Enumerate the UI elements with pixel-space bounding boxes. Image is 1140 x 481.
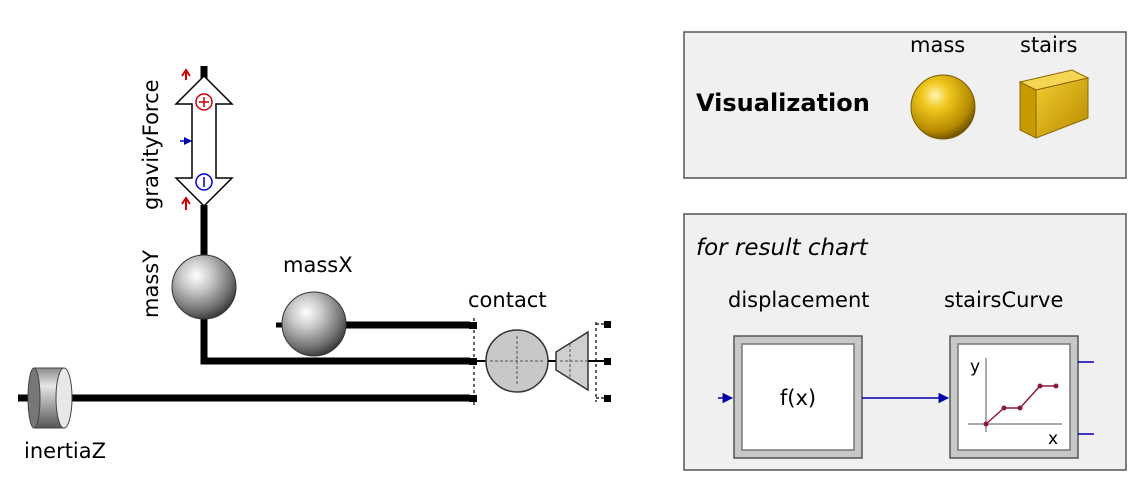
mass-visual-sphere[interactable]	[910, 74, 976, 140]
visualization-title: Visualization	[696, 89, 870, 117]
wire-massY-to-contact	[200, 318, 470, 365]
stairs-visual-label: stairs	[1020, 33, 1077, 57]
stairs-curve-block[interactable]: y x	[949, 335, 1079, 459]
gravity-force-label: gravityForce	[139, 79, 163, 210]
massY-sphere[interactable]	[171, 254, 237, 320]
massX-label: massX	[283, 253, 353, 277]
plot-y-axis-label: y	[970, 357, 980, 377]
result-chart-panel: for result chart displacement stairsCurv…	[683, 213, 1127, 471]
visualization-panel: Visualization mass stairs	[683, 31, 1127, 179]
contact-component[interactable]	[469, 318, 611, 408]
inertiaZ-cylinder-face	[55, 367, 73, 429]
displacement-block[interactable]: f(x)	[733, 335, 863, 459]
plot-x-axis-label: x	[1048, 429, 1058, 449]
displacement-function-text: f(x)	[780, 386, 816, 410]
stairs-curve-label: stairsCurve	[944, 288, 1063, 312]
arrow-up-icon	[181, 196, 191, 210]
wires	[18, 66, 470, 402]
arrow-up-icon	[181, 68, 191, 80]
inertiaZ-component[interactable]	[27, 367, 73, 429]
result-chart-title: for result chart	[696, 235, 869, 261]
inertiaZ-label: inertiaZ	[24, 439, 106, 463]
inertiaZ-cylinder-left	[27, 367, 41, 429]
displacement-label: displacement	[728, 288, 870, 312]
mass-visual-label: mass	[910, 33, 965, 57]
gravity-force-arrow	[174, 74, 234, 208]
massX-sphere[interactable]	[281, 291, 347, 357]
massY-label: massY	[139, 250, 163, 318]
gravity-force-component[interactable]	[174, 68, 234, 210]
contact-label: contact	[468, 288, 547, 312]
stairs-visual-wedge[interactable]	[1018, 69, 1090, 139]
